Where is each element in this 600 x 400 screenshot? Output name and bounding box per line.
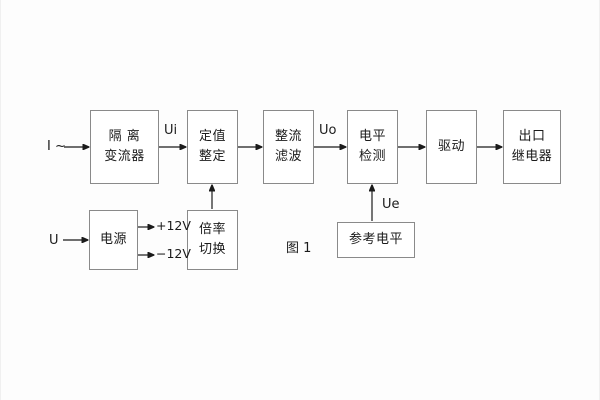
block-output-relay-line2: 继电器	[511, 149, 553, 164]
block-isolation-ct: 隔 离 变流器	[90, 110, 159, 184]
label-ue: Ue	[382, 197, 400, 212]
block-multiplier-switch: 倍率 切换	[187, 210, 238, 270]
block-reference-level-line1: 参考电平	[348, 231, 403, 247]
label-plus-12v: +12V	[156, 218, 191, 233]
label-voltage-input: U	[49, 233, 59, 248]
block-rectify-filter-line2: 滤波	[274, 149, 302, 164]
block-setting-value: 定值 整定	[187, 110, 238, 184]
block-level-detect-line2: 检测	[358, 149, 386, 164]
block-rectify-filter-line1: 整流	[274, 128, 302, 144]
block-level-detect: 电平 检测	[347, 110, 398, 184]
block-drive-line1: 驱动	[437, 138, 465, 154]
block-multiplier-switch-line1: 倍率	[198, 221, 226, 237]
block-setting-value-line2: 整定	[198, 149, 226, 164]
figure-caption: 图 1	[286, 241, 312, 256]
block-output-relay: 出口 继电器	[503, 110, 561, 184]
block-power-supply-line1: 电源	[99, 231, 127, 247]
block-setting-value-line1: 定值	[198, 128, 226, 144]
label-current-input: I ~	[47, 139, 66, 154]
block-isolation-ct-line2: 变流器	[104, 149, 145, 164]
block-isolation-ct-line1: 隔 离	[108, 128, 141, 144]
block-power-supply: 电源	[89, 210, 138, 270]
block-reference-level: 参考电平	[337, 222, 415, 258]
label-minus-12v: −12V	[156, 246, 191, 261]
block-output-relay-line1: 出口	[518, 128, 546, 144]
block-rectify-filter: 整流 滤波	[263, 110, 314, 184]
label-uo: Uo	[319, 123, 337, 138]
label-ui: Ui	[164, 123, 178, 138]
block-level-detect-line1: 电平	[358, 128, 386, 144]
block-multiplier-switch-line2: 切换	[198, 242, 226, 257]
block-drive: 驱动	[426, 110, 477, 184]
